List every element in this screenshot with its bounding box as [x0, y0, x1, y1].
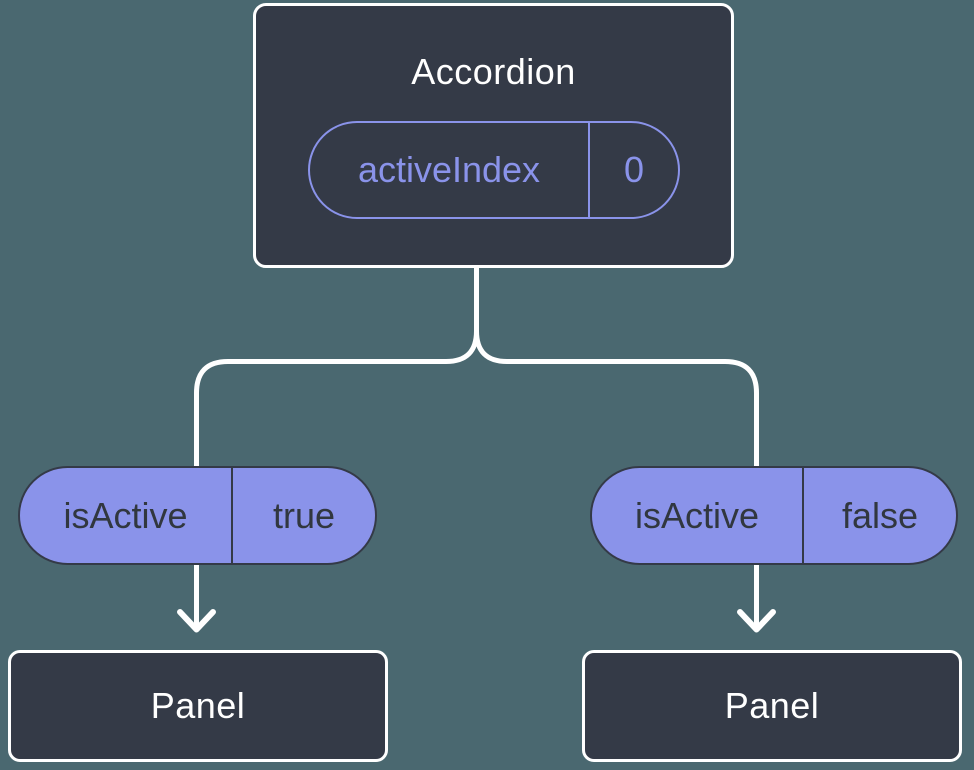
branch-line-left [194, 265, 479, 628]
prop-pill-value: true [272, 494, 336, 536]
panel-node-left: Panel [8, 650, 388, 762]
pill-divider [588, 123, 590, 217]
prop-pill-value: false [841, 494, 919, 536]
state-pill-value: 0 [623, 149, 645, 190]
pill-divider [231, 468, 233, 563]
pill-divider [802, 468, 804, 563]
accordion-node-title: Accordion [411, 51, 576, 92]
is-active-prop-pill-right: isActive false [590, 466, 958, 565]
panel-node-title: Panel [150, 685, 246, 726]
arrow-down-icon [177, 609, 216, 633]
prop-pill-label: isActive [634, 494, 760, 536]
is-active-prop-pill-left: isActive true [18, 466, 377, 565]
prop-pill-label: isActive [63, 494, 188, 536]
branch-line-right [474, 330, 759, 628]
panel-node-right: Panel [582, 650, 962, 762]
panel-node-title: Panel [724, 685, 820, 726]
accordion-node: Accordion activeIndex 0 [253, 3, 734, 268]
arrow-down-icon [737, 609, 776, 633]
state-pill-label: activeIndex [357, 149, 541, 190]
active-index-state-pill: activeIndex 0 [308, 121, 680, 219]
